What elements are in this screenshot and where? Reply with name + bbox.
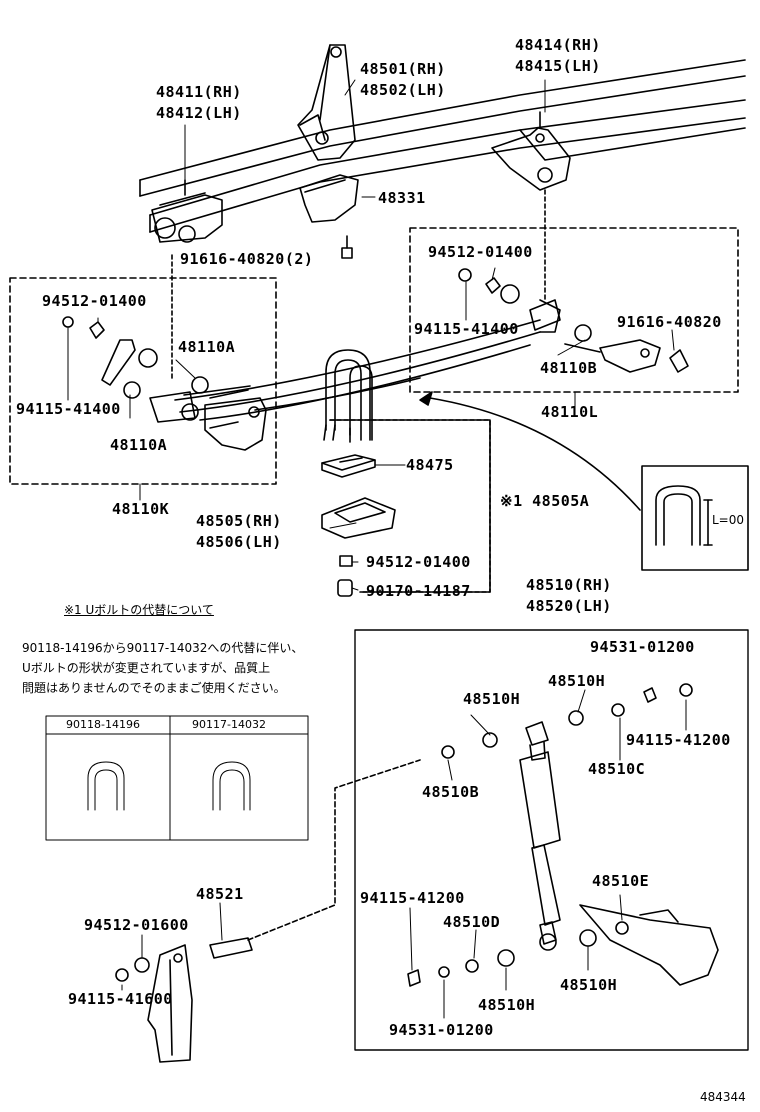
label-48475[interactable]: 48475 [406, 456, 454, 474]
frame-rail [139, 59, 746, 233]
label-48411[interactable]: 48411(RH) [156, 83, 242, 101]
label-48412[interactable]: 48412(LH) [156, 104, 242, 122]
label-90170-14187[interactable]: 90170-14187 [366, 582, 471, 600]
shock-leaders [121, 689, 687, 1019]
shackle-kit-box [9, 277, 277, 485]
label-94512-01400-mid[interactable]: 94512-01400 [366, 553, 471, 571]
note-line-2: Uボルトの形状が変更されていますが、品質上 [22, 661, 271, 675]
label-94512-01600[interactable]: 94512-01600 [84, 916, 189, 934]
label-48510c[interactable]: 48510C [588, 760, 646, 778]
bushing-kit [458, 268, 689, 373]
figure-number: 484344 [700, 1090, 746, 1104]
replacement-arrow [419, 391, 641, 511]
rear-hanger-bracket [491, 111, 571, 191]
label-94531-01200-bottom[interactable]: 94531-01200 [389, 1021, 494, 1039]
mid-nut [337, 555, 353, 597]
label-48505a[interactable]: ※1 48505A [500, 492, 590, 510]
label-94115-41400-right[interactable]: 94115-41400 [414, 320, 519, 338]
shock-hardware [407, 683, 693, 987]
label-48110a-bottom[interactable]: 48110A [110, 436, 168, 454]
label-48501[interactable]: 48501(RH) [360, 60, 446, 78]
label-94512-01400-right[interactable]: 94512-01400 [428, 243, 533, 261]
shock-absorber-box [354, 629, 749, 1051]
label-48521[interactable]: 48521 [196, 885, 244, 903]
label-l-dimension: L=00 [712, 513, 745, 527]
label-48506[interactable]: 48506(LH) [196, 533, 282, 551]
label-94115-41200-right[interactable]: 94115-41200 [626, 731, 731, 749]
note-title: ※1 Uボルトの代替について [64, 603, 214, 617]
note-table [45, 715, 309, 841]
leaf-spring [174, 299, 561, 421]
table-header-new: 90117-14032 [192, 718, 266, 731]
bracket-leader [247, 759, 421, 941]
shackle-kit [62, 316, 267, 451]
bushing-kit-box [409, 227, 739, 393]
label-48110k[interactable]: 48110K [112, 500, 170, 518]
label-94115-41200-left[interactable]: 94115-41200 [360, 889, 465, 907]
label-48502[interactable]: 48502(LH) [360, 81, 446, 99]
u-bolt-inset-drawing [655, 485, 713, 546]
label-48415[interactable]: 48415(LH) [515, 57, 601, 75]
note-line-3: 問題はありませんのでそのままご使用ください。 [22, 681, 286, 695]
note-line-1: 90118-14196から90117-14032への代替に伴い、 [22, 641, 304, 655]
u-bolt [323, 349, 373, 443]
label-48510h-c[interactable]: 48510H [560, 976, 618, 994]
label-94115-41400-left[interactable]: 94115-41400 [16, 400, 121, 418]
label-48510h-b[interactable]: 48510H [463, 690, 521, 708]
label-48110l[interactable]: 48110L [541, 403, 599, 421]
label-48331[interactable]: 48331 [378, 189, 426, 207]
label-48510e[interactable]: 48510E [592, 872, 650, 890]
label-94512-01400-left[interactable]: 94512-01400 [42, 292, 147, 310]
table-header-old: 90118-14196 [66, 718, 140, 731]
label-48510d[interactable]: 48510D [443, 913, 501, 931]
label-48510h-d[interactable]: 48510H [478, 996, 536, 1014]
top-leaders [67, 79, 675, 591]
axle-mount [579, 904, 719, 986]
label-91616-40820-right[interactable]: 91616-40820 [617, 313, 722, 331]
label-94531-01200-top[interactable]: 94531-01200 [590, 638, 695, 656]
shackle-bracket [297, 44, 356, 161]
spring-seat-plate [321, 454, 376, 478]
label-48520[interactable]: 48520(LH) [526, 597, 612, 615]
label-48510h-a[interactable]: 48510H [548, 672, 606, 690]
label-48505[interactable]: 48505(RH) [196, 512, 282, 530]
spring-pad [321, 497, 396, 539]
label-48414[interactable]: 48414(RH) [515, 36, 601, 54]
shock-absorber [519, 721, 561, 951]
parts-bracket-line [329, 419, 491, 593]
label-91616-40820-2[interactable]: 91616-40820(2) [180, 250, 314, 268]
label-48110a-top[interactable]: 48110A [178, 338, 236, 356]
bump-stopper [299, 174, 359, 259]
label-48110b[interactable]: 48110B [540, 359, 598, 377]
label-94115-41600[interactable]: 94115-41600 [68, 990, 173, 1008]
label-48510b[interactable]: 48510B [422, 783, 480, 801]
label-48510[interactable]: 48510(RH) [526, 576, 612, 594]
u-bolt-inset [641, 465, 749, 571]
